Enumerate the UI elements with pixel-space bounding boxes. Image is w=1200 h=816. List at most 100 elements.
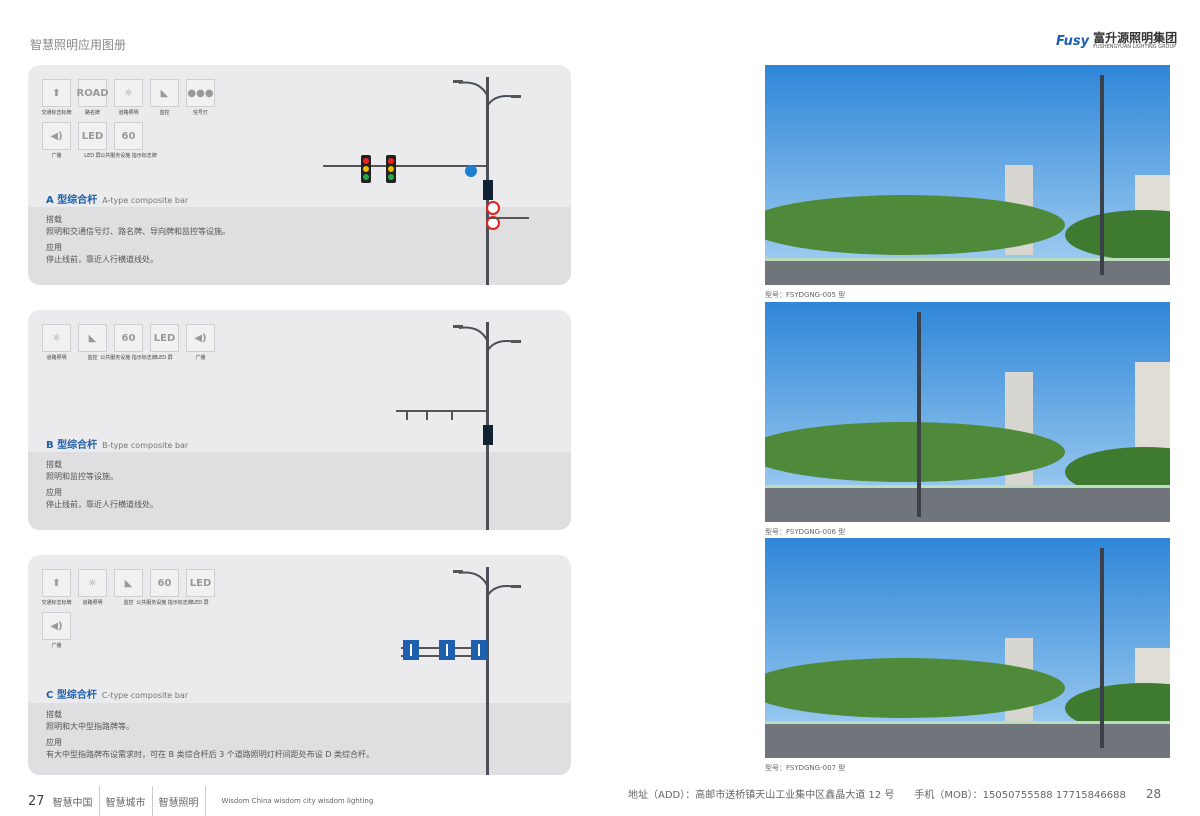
- load-text: 照明和交通信号灯、路名牌、导向牌和监控等设施。: [46, 227, 230, 236]
- card-description: 搭载 照明和交通信号灯、路名牌、导向牌和监控等设施。 应用 停止线前，靠近人行横…: [46, 214, 376, 266]
- footer-slogan: Wisdom China wisdom city wisdom lighting: [221, 797, 374, 805]
- feature-icon: ◀) 广播: [42, 612, 71, 649]
- feature-icon: 60 公共服务设施 指示标志牌: [136, 569, 193, 606]
- feature-icon-label: 广播: [195, 355, 206, 361]
- feature-icon-glyph: 60: [114, 324, 143, 352]
- product-photo: [765, 65, 1170, 285]
- feature-icon-glyph: ☼: [114, 79, 143, 107]
- pole-illustration: [311, 555, 571, 775]
- feature-icon-label: LED 屏: [156, 355, 173, 361]
- feature-icon-glyph: ⬆: [42, 569, 71, 597]
- feature-icon-label: LED 屏: [192, 600, 209, 606]
- feature-icon: ⬆ 交通标志标牌: [41, 79, 72, 116]
- feature-icon: ⬆ 交通标志标牌: [41, 569, 72, 606]
- feature-icon: ◀)广播: [186, 324, 215, 361]
- feature-icon-label: 交通标志标牌: [41, 600, 72, 606]
- load-text: 照明和大中型指路牌等。: [46, 722, 134, 731]
- brochure-title: 智慧照明应用图册: [30, 38, 127, 52]
- feature-icon-label: 交通标志标牌: [41, 110, 72, 116]
- feature-icon-glyph: ⬆: [42, 79, 71, 107]
- photo-caption: 型号：FSYDGNG-005 型: [765, 291, 846, 299]
- footer-mobile: 手机（MOB）：15050755588 17715846688: [914, 790, 1126, 801]
- feature-icon-label: 广播: [51, 643, 62, 649]
- feature-icon-label: 公共服务设施 指示标志牌: [100, 153, 157, 159]
- feature-icon-label: 监控: [159, 110, 170, 116]
- application-heading: 应用: [46, 738, 62, 747]
- application-heading: 应用: [46, 243, 62, 252]
- product-photo: [765, 302, 1170, 522]
- title-cn: C 型综合杆: [46, 690, 97, 701]
- title-en: B-type composite bar: [102, 441, 189, 450]
- card-title: B 型综合杆 B-type composite bar: [46, 436, 188, 451]
- feature-icon-label: 公共服务设施 指示标志牌: [100, 355, 157, 361]
- title-cn: B 型综合杆: [46, 440, 98, 451]
- feature-icon-glyph: ◣: [78, 324, 107, 352]
- photo-caption: 型号：FSYDGNG-006 型: [765, 528, 846, 536]
- feature-icon-label: 监控: [123, 600, 134, 606]
- pole-illustration: [311, 310, 571, 530]
- logo-mark: Fusy: [1056, 33, 1090, 49]
- footer-right: 地址（ADD）：高邮市送桥镇天山工业集中区鑫晶大道 12 号 手机（MOB）：1…: [628, 786, 1162, 802]
- feature-icon-label: 广播: [51, 153, 62, 159]
- load-heading: 搭载: [46, 710, 62, 719]
- feature-icon-glyph: ◀): [42, 612, 71, 640]
- feature-icon: ☼ 道路照明: [114, 79, 143, 116]
- application-heading: 应用: [46, 488, 62, 497]
- feature-icon: LED LED 屏: [150, 324, 179, 361]
- feature-icon: ●●● 信号灯: [186, 79, 215, 116]
- feature-icon: ◣ 监控: [150, 79, 179, 116]
- footer-left: 27 智慧中国 智慧城市 智慧照明 Wisdom China wisdom ci…: [28, 786, 373, 816]
- footer-tag: 智慧城市: [105, 797, 146, 809]
- feature-icon-label: 道路照明: [118, 110, 139, 116]
- composite-bar-card: ☼ 道路照明 ◣ 监控 60 公共服务设施 指示标志牌 LED LED 屏 ◀)广播 B 型综合…: [28, 310, 571, 530]
- footer-tag: 智慧照明: [158, 797, 199, 809]
- footer-tag: 智慧中国: [52, 797, 93, 809]
- feature-icon-glyph: ROAD: [77, 79, 109, 107]
- application-text: 停止线前，靠近人行横道线处。: [46, 500, 158, 509]
- feature-icon: LED LED 屏: [186, 569, 215, 606]
- feature-icon-label: 路名牌: [84, 110, 100, 116]
- title-en: A-type composite bar: [102, 196, 189, 205]
- feature-icon: ◣ 监控: [78, 324, 107, 361]
- feature-icon-label: 信号灯: [192, 110, 208, 116]
- footer-address: 地址（ADD）：高邮市送桥镇天山工业集中区鑫晶大道 12 号: [628, 790, 895, 801]
- load-text: 照明和监控等设施。: [46, 472, 118, 481]
- feature-icon-glyph: LED: [186, 569, 215, 597]
- feature-icon: 60 公共服务设施 指示标志牌: [100, 122, 157, 159]
- card-description: 搭载 照明和大中型指路牌等。 应用 有大中型指路牌布设需求时，可在 B 类综合杆…: [46, 709, 376, 761]
- load-heading: 搭载: [46, 460, 62, 469]
- feature-icon-glyph: ☼: [78, 569, 107, 597]
- feature-icon-glyph: ☼: [42, 324, 71, 352]
- feature-icon: ◀) 广播: [42, 122, 71, 159]
- pole-illustration: [311, 65, 571, 285]
- application-text: 停止线前，靠近人行横道线处。: [46, 255, 158, 264]
- page-number-right: 28: [1145, 786, 1162, 801]
- feature-icon: ◣监控: [114, 569, 143, 606]
- feature-icon: ROAD 路名牌: [77, 79, 109, 116]
- feature-icon-label: 道路照明: [82, 600, 103, 606]
- product-photo: [765, 538, 1170, 758]
- logo-name-cn: 富升源照明集团: [1093, 31, 1178, 45]
- load-heading: 搭载: [46, 215, 62, 224]
- application-text: 有大中型指路牌布设需求时，可在 B 类综合杆后 3 个道路照明灯杆间距处布设 D…: [46, 750, 374, 759]
- feature-icon-glyph: ◣: [150, 79, 179, 107]
- card-description: 搭载 照明和监控等设施。 应用 停止线前，靠近人行横道线处。: [46, 459, 376, 511]
- feature-icon-glyph: ●●●: [186, 79, 215, 107]
- feature-icon-glyph: LED: [150, 324, 179, 352]
- page-number-left: 27: [28, 793, 45, 809]
- title-en: C-type composite bar: [101, 691, 189, 700]
- feature-icon: ☼ 道路照明: [78, 569, 107, 606]
- feature-icon-label: 公共服务设施 指示标志牌: [136, 600, 193, 606]
- feature-icon-glyph: ◀): [42, 122, 71, 150]
- feature-icon-glyph: 60: [114, 122, 143, 150]
- feature-icon-label: 道路照明: [46, 355, 67, 361]
- feature-icon-glyph: 60: [150, 569, 179, 597]
- logo-name-en: FUSHENGYUAN LIGHTING GROUP: [1093, 44, 1177, 50]
- feature-icon-label: 监控: [87, 355, 98, 361]
